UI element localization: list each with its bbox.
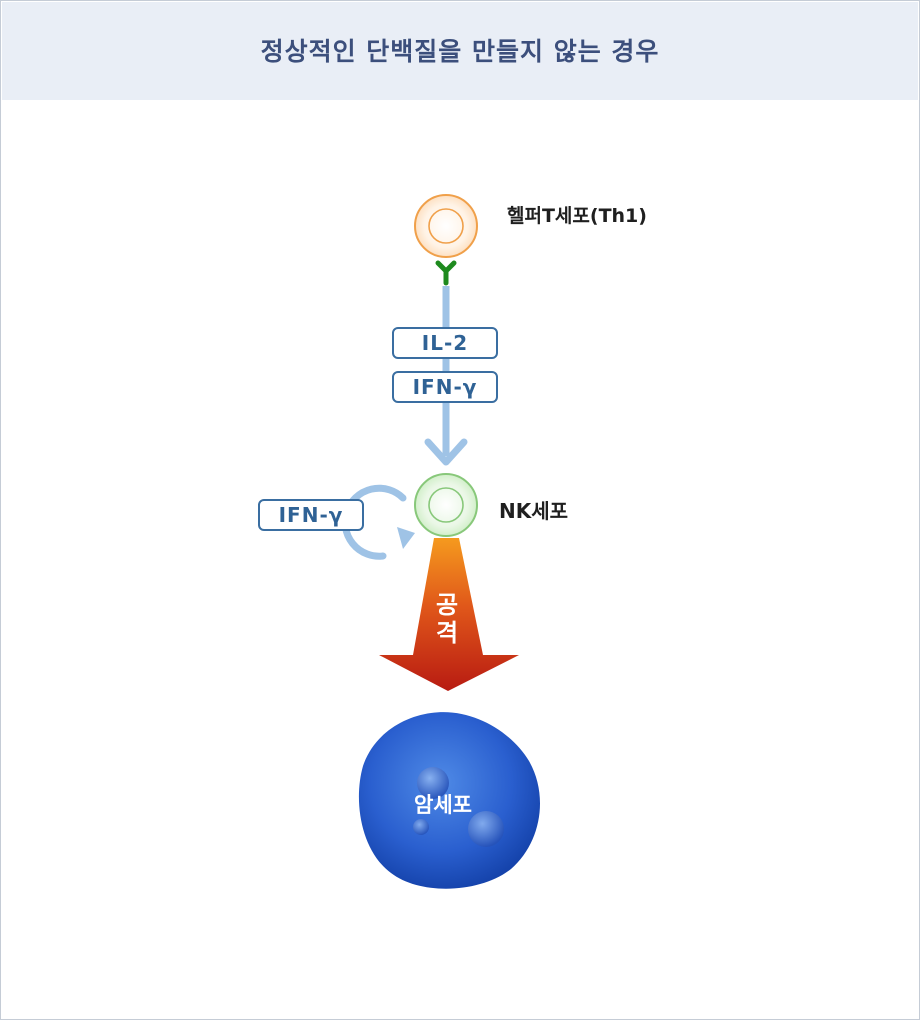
nk-cell [415,474,477,536]
attack-label: 공 격 [425,591,469,647]
helper-t-cell [415,195,477,257]
attack-label-line2: 격 [425,619,469,647]
ifn-gamma-loop-box: IFN-γ [258,499,364,531]
nk-cell-label: NK세포 [499,495,568,524]
il2-box: IL-2 [392,327,498,359]
receptor-icon [438,263,454,283]
ifn-gamma-box: IFN-γ [392,371,498,403]
attack-label-line1: 공 [425,591,469,619]
helper-t-cell-label: 헬퍼T세포(Th1) [507,201,647,228]
cancer-cell-label: 암세포 [393,789,493,819]
